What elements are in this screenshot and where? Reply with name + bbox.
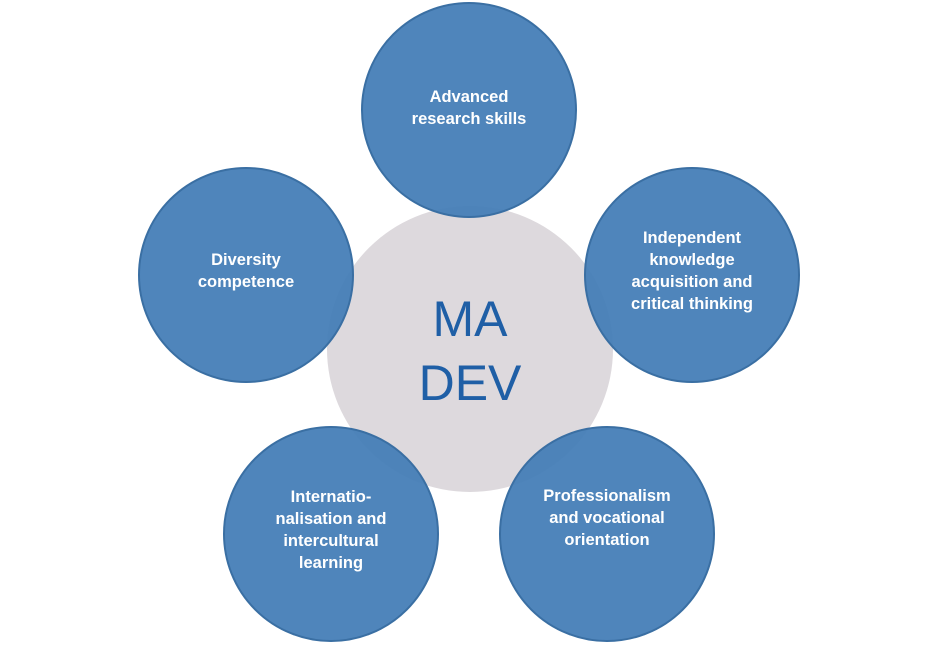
node-label: Professionalism and vocational orientati… <box>543 487 671 549</box>
center-label: MA DEV <box>418 291 522 411</box>
node-label: Internatio- nalisation and intercultural… <box>275 488 387 572</box>
node-label: Diversity competence <box>197 251 295 291</box>
node-professionalism: Professionalism and vocational orientati… <box>499 426 715 642</box>
node-internationalisation: Internatio- nalisation and intercultural… <box>223 426 439 642</box>
node-independent-knowledge: Independent knowledge acquisition and cr… <box>584 167 800 383</box>
node-label: Advanced research skills <box>411 88 527 128</box>
node-label: Independent knowledge acquisition and cr… <box>631 229 753 313</box>
node-advanced-research-skills: Advanced research skills <box>361 2 577 218</box>
node-diversity-competence: Diversity competence <box>138 167 354 383</box>
